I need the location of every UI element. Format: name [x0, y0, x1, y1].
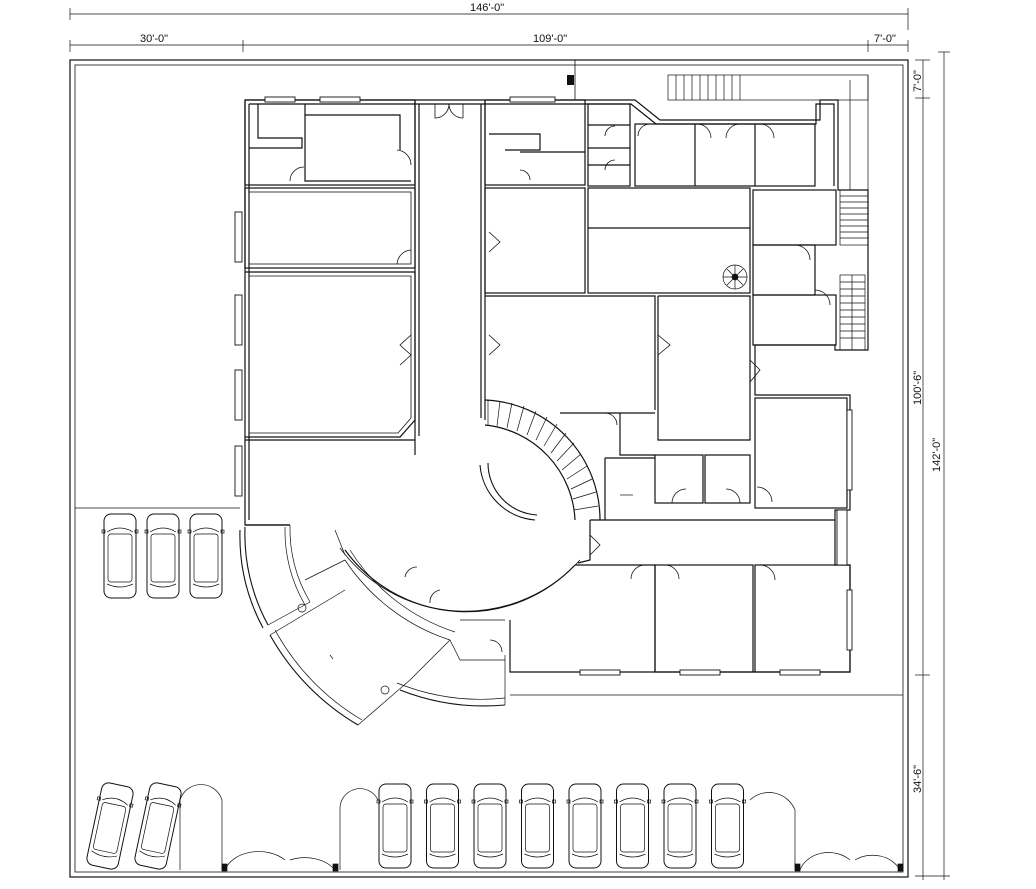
car	[134, 782, 182, 870]
site-boundary	[69, 59, 909, 878]
right-stairs	[839, 189, 869, 351]
central-corridor	[414, 100, 486, 440]
top-right-offices	[634, 123, 816, 187]
dim-right-segment: 7'-0"	[874, 33, 896, 45]
lobby-curve	[245, 440, 591, 613]
left-wing-rooms	[244, 99, 416, 441]
dim-parking-depth: 34'-6"	[912, 765, 924, 793]
parking-gates	[179, 784, 904, 872]
top-dimension-lines	[69, 8, 909, 52]
car	[144, 513, 182, 599]
dim-building-depth: 100'-6"	[912, 371, 924, 405]
car	[614, 783, 651, 869]
car	[661, 783, 699, 869]
top-stair	[667, 74, 869, 190]
dim-middle-segment: 109'-0"	[533, 33, 567, 45]
toilet-block	[484, 99, 631, 187]
dim-top-offset: 7'-0"	[912, 70, 924, 92]
left-windows	[234, 211, 243, 497]
car	[187, 513, 225, 599]
right-dimension-lines	[915, 51, 950, 880]
right-rooms	[575, 397, 851, 673]
dim-overall-depth: 142'-0"	[931, 438, 943, 472]
middle-rooms	[484, 187, 837, 456]
car	[376, 783, 414, 869]
spiral-stair	[722, 264, 748, 290]
doors	[289, 103, 831, 653]
car	[424, 783, 461, 869]
dim-overall-width: 146'-0"	[470, 2, 504, 14]
grand-stair	[479, 399, 633, 521]
dim-left-segment: 30'-0"	[140, 33, 168, 45]
car	[86, 782, 134, 870]
car	[471, 783, 509, 869]
car	[566, 783, 604, 869]
car	[101, 513, 139, 599]
facade-windows	[264, 96, 853, 676]
entrance-canopy	[239, 524, 506, 726]
car	[519, 783, 556, 869]
car	[709, 783, 746, 869]
left-parking-cars	[101, 513, 225, 599]
bottom-parking-cars	[86, 782, 746, 870]
